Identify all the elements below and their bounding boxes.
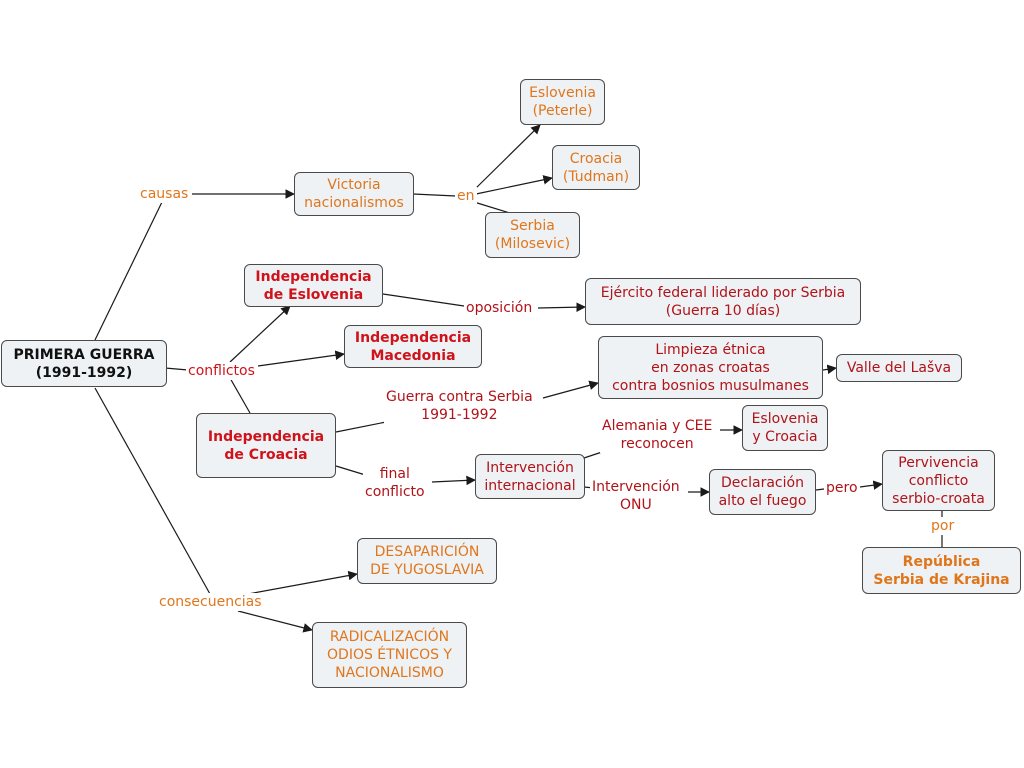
- link-final-conflicto: final conflicto: [363, 465, 427, 501]
- link-intervencion-onu: Intervención ONU: [590, 478, 682, 514]
- edge-consecuencias-radicalizacion: [237, 610, 313, 633]
- edge-conflictos-croacia: [229, 377, 251, 414]
- edge-croacia-guerra: [335, 421, 387, 433]
- link-guerra-contra-serbia: Guerra contra Serbia 1991-1992: [384, 388, 535, 424]
- edge-conflictos-macedonia: [257, 350, 345, 367]
- edge-root-causas: [94, 201, 163, 341]
- link-por: por: [929, 517, 957, 535]
- serbia-milosevic-node[interactable]: Serbia (Milosevic): [485, 212, 580, 258]
- victoria-nacionalismos-node[interactable]: Victoria nacionalismos: [294, 172, 414, 216]
- edge-en-croacia: [475, 175, 553, 195]
- edge-consecuencias-desaparicion: [247, 570, 358, 595]
- intervencion-internacional-node[interactable]: Intervención internacional: [475, 454, 585, 499]
- republica-krajina-node[interactable]: República Serbia de Krajina: [862, 547, 1021, 594]
- desaparicion-yugoslavia-node[interactable]: DESAPARICIÓN DE YUGOSLAVIA: [357, 538, 497, 584]
- croacia-tudman-node[interactable]: Croacia (Tudman): [552, 145, 640, 190]
- eslovenia-croacia-node[interactable]: Eslovenia y Croacia: [742, 405, 828, 451]
- link-causas: causas: [138, 185, 191, 203]
- valle-lasva-node[interactable]: Valle del Lašva: [836, 354, 962, 382]
- root-node[interactable]: PRIMERA GUERRA (1991-1992): [1, 340, 167, 387]
- edge-limpieza-valle: [822, 364, 837, 375]
- pervivencia-conflicto-node[interactable]: Pervivencia conflicto serbio-croata: [882, 450, 995, 511]
- eslovenia-peterle-node[interactable]: Eslovenia (Peterle): [520, 79, 605, 125]
- link-consecuencias: consecuencias: [157, 593, 264, 611]
- edge-final-intervencion: [431, 475, 476, 486]
- edge-guerra-limpieza: [542, 380, 599, 399]
- edge-root-consecuencias: [94, 387, 211, 595]
- edge-declaracion-pero: [815, 488, 825, 491]
- edge-en-eslovenia: [473, 124, 541, 191]
- declaracion-alto-fuego-node[interactable]: Declaración alto el fuego: [709, 469, 816, 515]
- edge-en-serbia: [473, 201, 511, 214]
- link-pero: pero: [824, 479, 860, 497]
- edge-pero-pervivencia: [859, 480, 883, 490]
- edge-victoria-en: [412, 193, 457, 197]
- independencia-macedonia-node[interactable]: Independencia Macedonia: [344, 325, 482, 368]
- link-conflictos: conflictos: [186, 362, 257, 380]
- radicalizacion-node[interactable]: RADICALIZACIÓN ODIOS ÉTNICOS Y NACIONALI…: [312, 622, 467, 688]
- link-oposicion: oposición: [464, 299, 535, 317]
- limpieza-etnica-node[interactable]: Limpieza étnica en zonas croatas contra …: [598, 336, 823, 399]
- edge-conflictos-eslovenia: [229, 305, 291, 363]
- independencia-eslovenia-node[interactable]: Independencia de Eslovenia: [244, 264, 383, 307]
- link-alemania-cee: Alemania y CEE reconocen: [600, 417, 715, 453]
- ejercito-federal-node[interactable]: Ejército federal liderado por Serbia (Gu…: [585, 278, 861, 325]
- edge-root-conflictos: [164, 367, 189, 371]
- independencia-croacia-node[interactable]: Independencia de Croacia: [196, 413, 336, 478]
- link-en: en: [455, 187, 477, 205]
- edge-eslovenia-oposicion: [382, 293, 465, 307]
- edge-oposicion-ejercito: [537, 302, 586, 312]
